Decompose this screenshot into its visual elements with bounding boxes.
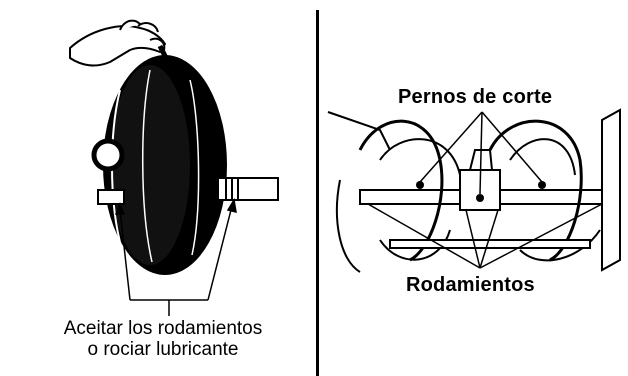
bearing-arrows [114,197,237,316]
caption-line-2: o rociar lubricante [87,339,239,360]
bearings-label: Rodamientos [406,274,535,296]
shear-bolts-label: Pernos de corte [398,86,553,108]
auger-drawing [327,108,621,273]
auger-illustration: Pernos de corte Rodamientos [320,0,628,376]
hand-icon [69,19,166,67]
shear-bolt-markers [416,181,546,202]
lubrication-caption: Aceitar los rodamientos o rociar lubrica… [28,318,298,360]
axle-icon [217,177,279,201]
tire-icon [103,55,227,275]
panel-divider [316,10,319,376]
shear-bolt-arrows [419,111,543,195]
auger-icon [327,108,621,273]
bearing-arrows-right [367,203,603,269]
caption-line-1: Aceitar los rodamientos [63,318,263,339]
wheel-drawing [69,19,279,316]
wheel-lubrication-illustration: Aceitar los rodamientos o rociar lubrica… [28,19,298,360]
hub-icon [91,138,125,205]
